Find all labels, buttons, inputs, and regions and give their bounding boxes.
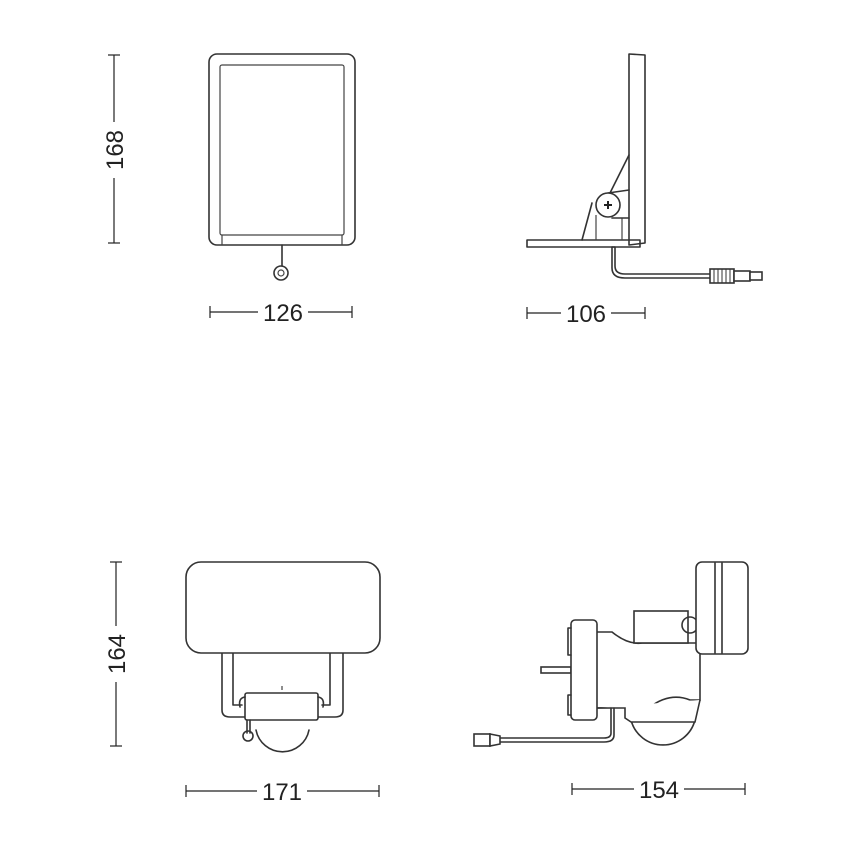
dimension-164: 164 xyxy=(102,561,132,747)
dimension-label: 168 xyxy=(102,130,129,170)
lamp-front-view xyxy=(185,561,381,753)
dimension-label: 126 xyxy=(263,300,303,327)
dimension-label: 171 xyxy=(262,779,302,806)
dimension-label: 106 xyxy=(566,301,606,328)
dimension-168: 168 xyxy=(100,54,130,244)
lamp-side-view xyxy=(473,561,749,747)
solar-panel-side-view xyxy=(526,53,763,284)
dimension-label: 164 xyxy=(104,634,131,674)
dimension-171: 171 xyxy=(185,777,380,806)
dimension-126: 126 xyxy=(209,298,353,327)
dimension-106: 106 xyxy=(526,299,646,328)
solar-panel-front-view xyxy=(208,53,356,281)
dimension-label: 154 xyxy=(639,777,679,804)
dimension-154: 154 xyxy=(571,775,746,804)
